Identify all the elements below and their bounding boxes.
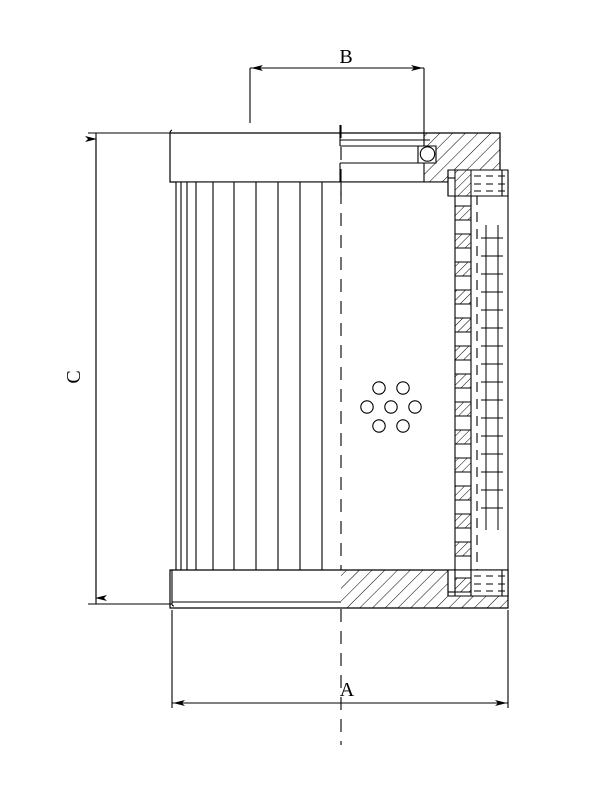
- inner-support-tube: [454, 177, 478, 596]
- upper-cap-bore-detail: [339, 125, 437, 182]
- perforation-hole: [396, 381, 410, 395]
- lower-collar-detail: [447, 569, 509, 597]
- perforation-hole-pattern: [360, 381, 422, 433]
- perforation-hole: [384, 400, 398, 414]
- dimension-a: [171, 610, 509, 708]
- dimension-b-label: B: [339, 46, 352, 68]
- perforation-hole: [372, 419, 386, 433]
- perforation-hole: [396, 419, 410, 433]
- upper-collar-detail: [447, 169, 509, 197]
- perforation-hole: [372, 381, 386, 395]
- dimension-a-label: A: [340, 679, 355, 701]
- dimension-c-label: C: [63, 370, 85, 383]
- perforation-hole: [360, 400, 374, 414]
- pleated-filter-media: [175, 181, 448, 570]
- dimension-b: [249, 65, 425, 140]
- support-tube-segment-hatching: [454, 177, 472, 585]
- dimension-c: [85, 132, 172, 605]
- o-ring-seal: [419, 146, 436, 162]
- perforation-hole: [408, 400, 422, 414]
- wire-mesh-screen: [481, 225, 503, 530]
